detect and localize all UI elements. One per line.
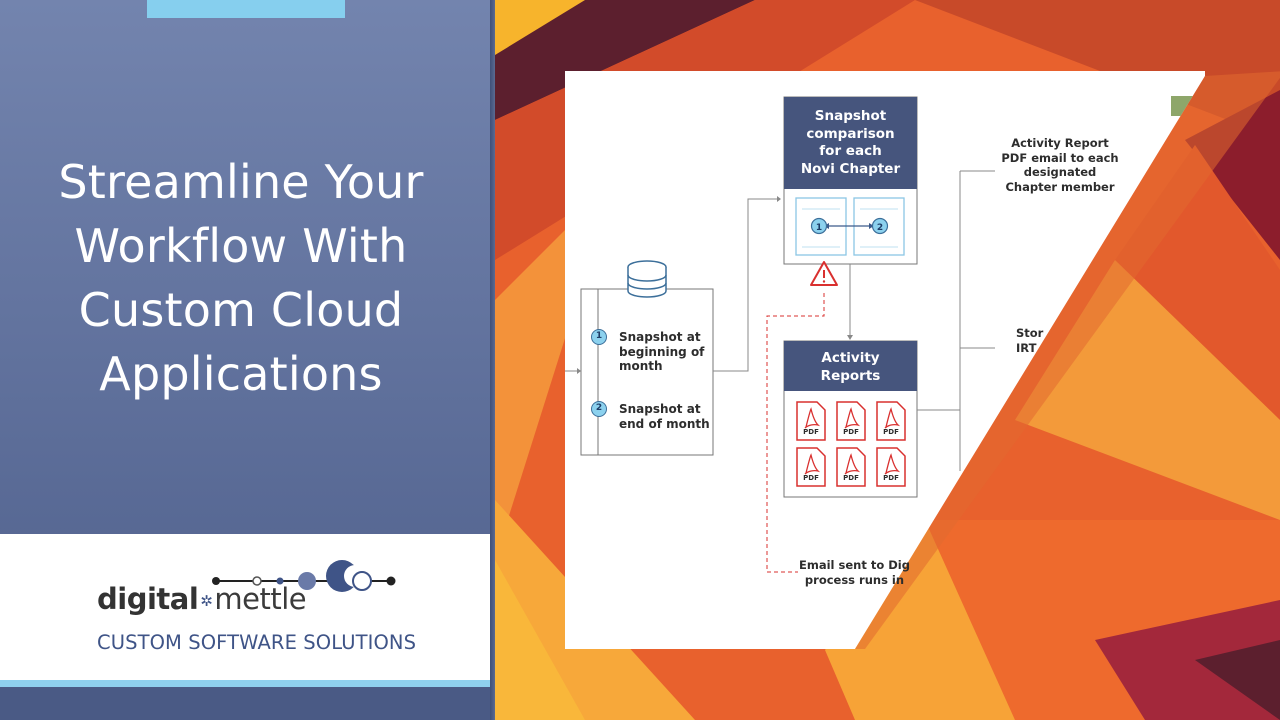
step-2-line-1: Snapshot at — [619, 402, 701, 416]
pdf-label: PDF — [803, 474, 819, 482]
activity-email-line-2: PDF email to each — [1001, 150, 1119, 165]
activity-email-line-4: Chapter member — [1005, 179, 1115, 194]
comparison-box-title: Snapshot comparison for each Novi Chapte… — [784, 108, 917, 178]
step-1-label: Snapshot at beginning of month — [619, 330, 704, 374]
pdf-icon — [876, 401, 906, 441]
activity-email-line-3: designated — [1023, 165, 1097, 179]
reports-title-line-2: Reports — [820, 367, 881, 384]
pdf-label: PDF — [883, 474, 899, 482]
step-1-line-3: month — [619, 359, 663, 373]
logo-word-digital: digital — [97, 582, 199, 616]
panel-divider — [490, 0, 495, 720]
comparison-title-line-3: for each — [819, 143, 882, 159]
step-1-line-2: beginning of — [619, 344, 705, 359]
pdf-icon — [796, 447, 826, 487]
headline-line-4: Applications — [99, 347, 383, 401]
step-badge-2: 2 — [591, 401, 607, 417]
comparison-title-line-1: Snapshot — [814, 108, 887, 124]
comparison-title-line-4: Novi Chapter — [800, 160, 901, 177]
logo-word-mettle: mettle — [214, 582, 307, 616]
email-sent-label: Email sent to Dig process runs in — [797, 558, 912, 587]
activity-email-line-1: Activity Report — [1011, 136, 1109, 150]
pdf-icon — [876, 447, 906, 487]
left-panel: Streamline Your Workflow With Custom Clo… — [0, 0, 493, 720]
step-badge-1: 1 — [591, 329, 607, 345]
step-2-line-2: end of month — [619, 416, 710, 431]
comparison-title-line-2: comparison — [806, 125, 895, 142]
accent-bar — [147, 0, 345, 18]
email-sent-line-2: process runs in — [804, 572, 905, 587]
email-sent-line-1: Email sent to Dig — [799, 558, 910, 572]
headline-line-2: Workflow With — [74, 219, 408, 273]
pdf-label: PDF — [843, 474, 859, 482]
pdf-label: PDF — [883, 428, 899, 436]
step-1-line-1: Snapshot at — [619, 330, 701, 344]
warning-icon — [810, 261, 838, 286]
pdf-label: PDF — [843, 428, 859, 436]
database-icon — [627, 260, 667, 298]
bottom-band — [0, 687, 493, 720]
storage-line-2: IRT — [1016, 340, 1037, 355]
headline: Streamline Your Workflow With Custom Clo… — [0, 150, 482, 406]
compare-badge-1: 1 — [816, 223, 822, 233]
pdf-icon — [836, 447, 866, 487]
storage-line-1: Stor — [1016, 326, 1044, 340]
headline-line-3: Custom Cloud — [78, 283, 404, 337]
activity-email-label: Activity Report PDF email to each design… — [995, 136, 1125, 194]
logo-dots-graphic — [212, 560, 396, 592]
logo-wordmark: digital✲mettle — [97, 582, 307, 616]
logo: digital✲mettle CUSTOM SOFTWARE SOLUTIONS — [0, 534, 493, 680]
reports-title-line-1: Activity — [821, 350, 880, 366]
pdf-icon — [796, 401, 826, 441]
headline-line-1: Streamline Your — [58, 155, 424, 209]
gear-icon: ✲ — [200, 592, 213, 610]
reports-box-title: Activity Reports — [784, 350, 917, 385]
pdf-icon — [836, 401, 866, 441]
bottom-accent-stripe — [0, 680, 493, 687]
logo-tagline: CUSTOM SOFTWARE SOLUTIONS — [97, 631, 417, 654]
storage-label: Stor IRT — [1016, 326, 1043, 355]
right-visual-area: 1 2 — [495, 0, 1280, 720]
step-2-label: Snapshot at end of month — [619, 402, 710, 431]
workflow-diagram: 1 2 — [565, 71, 1280, 649]
pdf-label: PDF — [803, 428, 819, 436]
compare-badge-2: 2 — [877, 223, 883, 233]
